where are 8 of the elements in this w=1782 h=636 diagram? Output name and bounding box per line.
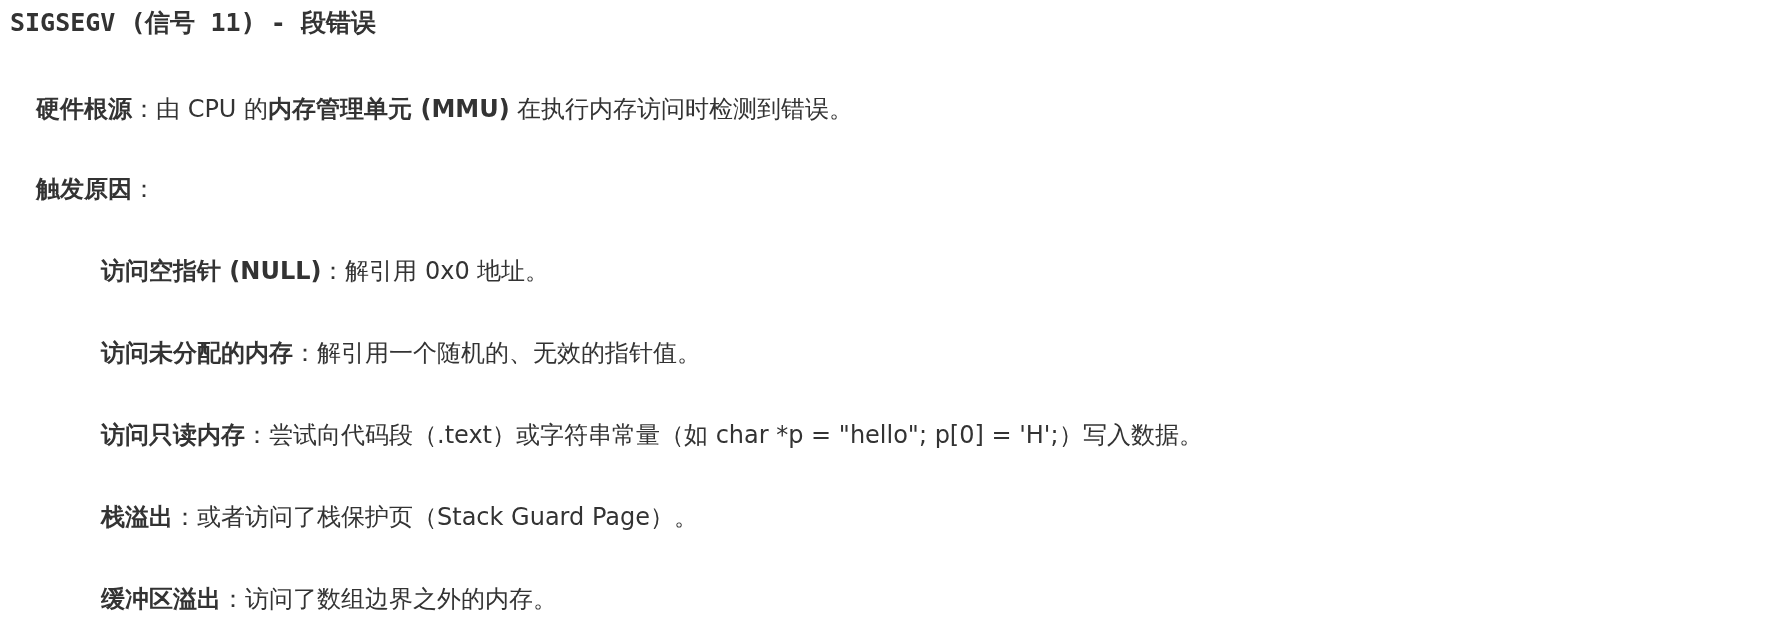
text-line: 硬件根源：由 CPU 的内存管理单元 (MMU) 在执行内存访问时检测到错误。 xyxy=(36,94,854,125)
text-line: 触发原因： xyxy=(36,174,156,205)
text-line: 访问只读内存：尝试向代码段（.text）或字符串常量（如 char *p = "hello"; p[0] = 'H';）写入数据。 xyxy=(101,420,1203,451)
text-line: 访问空指针 (NULL)：解引用 0x0 地址。 xyxy=(101,256,550,287)
text-line: 访问未分配的内存：解引用一个随机的、无效的指针值。 xyxy=(101,338,701,369)
heading: SIGSEGV (信号 11) - 段错误 xyxy=(10,7,376,39)
text-line: 栈溢出：或者访问了栈保护页（Stack Guard Page）。 xyxy=(101,502,698,533)
text-line: 缓冲区溢出：访问了数组边界之外的内存。 xyxy=(101,584,557,615)
